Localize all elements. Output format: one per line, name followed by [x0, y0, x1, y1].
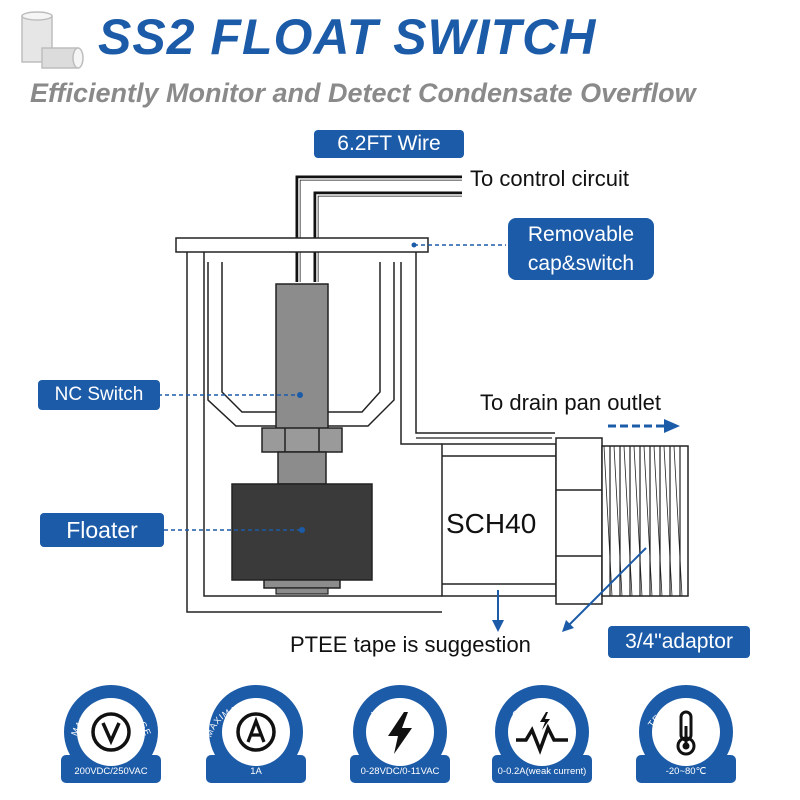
spec-value-voltage: 0-28VDC/0-11VAC [360, 766, 440, 777]
leader-lines [158, 244, 647, 632]
spec-value-current: 0-0.2A(weak current) [497, 766, 587, 777]
drain-outlet-label: To drain pan outlet [480, 390, 662, 415]
a-circle-icon [236, 712, 276, 752]
spec-current: CURRENT [492, 685, 592, 783]
spec-value-max-voltage: 200VDC/250VAC [74, 766, 148, 777]
lightning-icon [388, 712, 412, 754]
control-circuit-label: To control circuit [470, 166, 629, 191]
page-title: SS2 FLOAT SWITCH [98, 9, 597, 65]
removable-cap-line-2: cap&switch [527, 252, 635, 275]
flow-arrow [608, 419, 680, 433]
pvc-fitting-icon [21, 11, 84, 69]
threaded-adaptor [601, 445, 689, 597]
hex-nut [261, 427, 343, 453]
spec-temperature: TEMPERATURE [636, 685, 736, 783]
spec-icons-row: MAXIMAL VOLTAGE MAXIMAL CURRENT VOLTAGE [61, 685, 736, 783]
pipe-label: SCH40 [446, 508, 537, 539]
removable-cap-line-1: Removable [527, 223, 635, 246]
page-subtitle: Efficiently Monitor and Detect Condensat… [30, 78, 696, 108]
floater-badge: Floater [40, 513, 164, 547]
pulse-icon [516, 712, 568, 755]
adaptor-body [555, 437, 603, 605]
wire-length-badge: 6.2FT Wire [314, 130, 464, 158]
ptee-note: PTEE tape is suggestion [290, 632, 531, 657]
cap [175, 237, 429, 253]
spec-value-temperature: -20~80℃ [665, 766, 707, 777]
adaptor-badge: 3/4"adaptor [608, 626, 750, 658]
nc-switch-badge: NC Switch [38, 380, 160, 410]
spec-value-max-current: 1A [250, 766, 262, 777]
removable-cap-badge: Removable cap&switch [508, 218, 654, 280]
thermometer-icon [676, 710, 696, 756]
spec-voltage: VOLTAGE [350, 685, 450, 783]
spec-max-current: MAXIMAL CURRENT [204, 685, 306, 783]
nc-switch [275, 283, 329, 431]
v-circle-icon [91, 712, 131, 752]
spec-max-voltage: MAXIMAL VOLTAGE [61, 685, 161, 783]
